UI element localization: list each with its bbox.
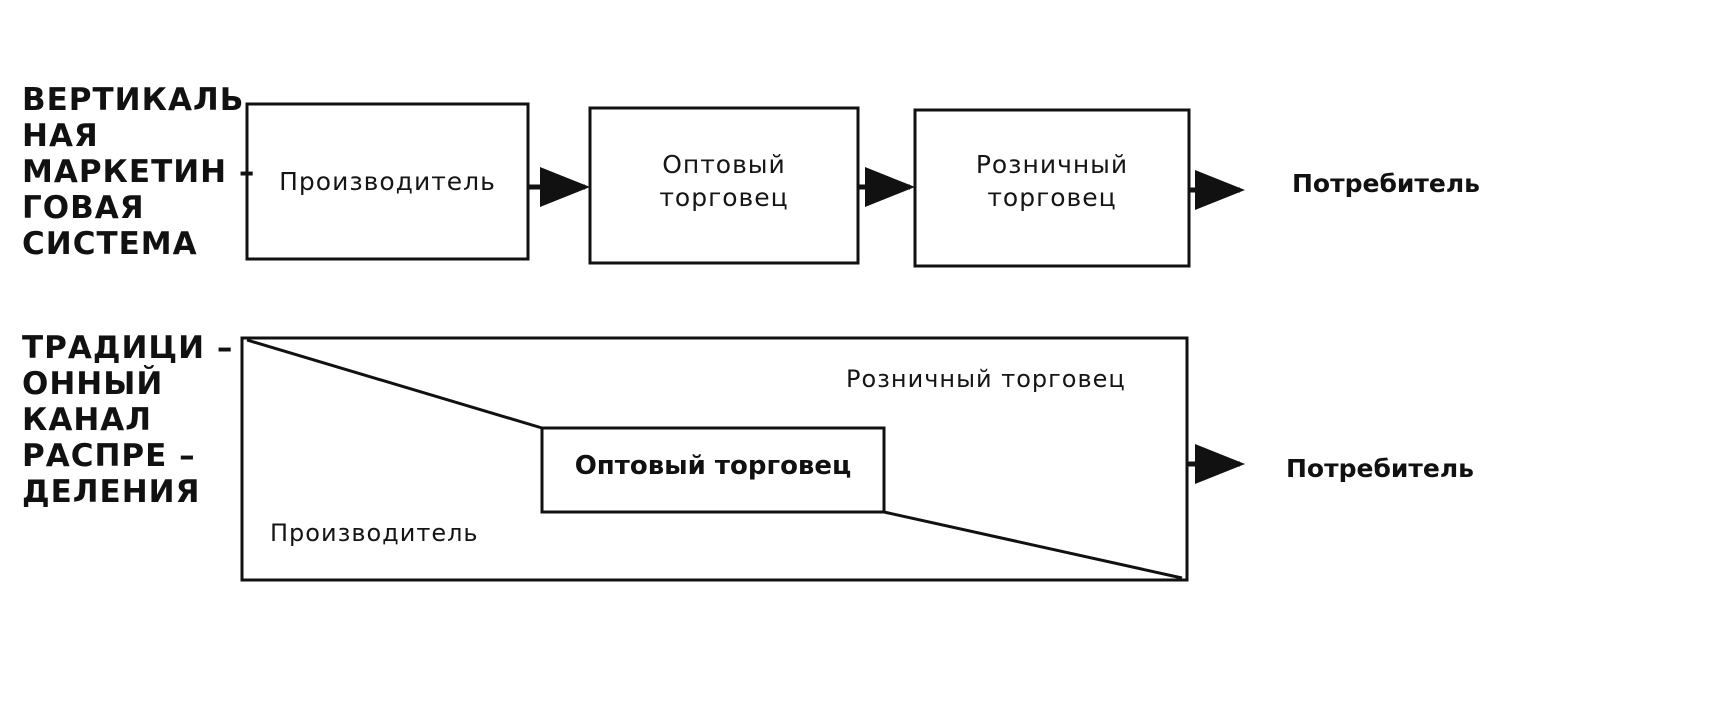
traditional-retailer-label: Розничный торговец: [846, 365, 1126, 393]
traditional-label-line-2: ОННЫЙ: [22, 366, 164, 402]
vms-consumer-label: Потребитель: [1292, 169, 1480, 198]
traditional-wholesaler-label: Оптовый торговец: [574, 451, 852, 481]
vms-wholesaler-line-1: Оптовый: [662, 150, 786, 179]
traditional-label-line-3: КАНАЛ: [22, 402, 153, 438]
traditional-producer-label: Производитель: [270, 519, 479, 547]
vms-producer-text: Производитель: [279, 167, 496, 196]
vms-producer-box: [245, 102, 530, 261]
vms-wholesaler-label: Оптовый торговец: [593, 148, 855, 214]
traditional-label-line-4: РАСПРЕ –: [22, 438, 196, 474]
traditional-upper-diagonal: [246, 338, 543, 430]
vms-wholesaler-line-2: торговец: [659, 183, 789, 212]
traditional-label-line-5: ДЕЛЕНИЯ: [22, 474, 201, 510]
vms-producer-label: Производитель: [250, 165, 525, 198]
vms-label-line-4: ГОВАЯ: [22, 190, 145, 226]
traditional-consumer-label: Потребитель: [1286, 454, 1474, 483]
vms-section-label: ВЕРТИКАЛЬ НАЯ МАРКЕТИН – ГОВАЯ СИСТЕМА: [22, 82, 255, 262]
vms-label-line-1: ВЕРТИКАЛЬ: [22, 82, 245, 118]
traditional-label-line-1: ТРАДИЦИ –: [22, 330, 234, 366]
traditional-wholesaler-box: [540, 426, 886, 514]
vms-label-line-3: МАРКЕТИН –: [22, 154, 256, 190]
traditional-outer-box: [240, 336, 1189, 582]
traditional-section-label: ТРАДИЦИ – ОННЫЙ КАНАЛ РАСПРЕ – ДЕЛЕНИЯ: [22, 330, 233, 510]
vms-retailer-line-1: Розничный: [975, 150, 1129, 179]
vms-retailer-label: Розничный торговец: [918, 148, 1186, 214]
vms-retailer-line-2: торговец: [987, 183, 1117, 212]
vms-label-line-2: НАЯ: [22, 118, 99, 154]
vms-label-line-5: СИСТЕМА: [22, 226, 198, 262]
traditional-lower-diagonal: [883, 510, 1183, 580]
